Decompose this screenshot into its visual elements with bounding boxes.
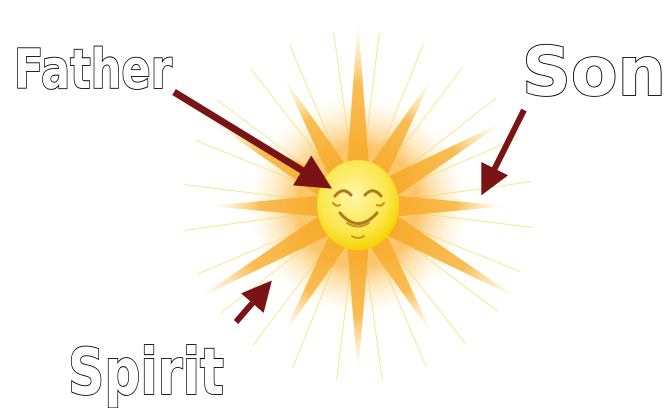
sun-face [317,160,399,250]
spirit-label: Spirit [68,336,224,408]
father-label: Father [14,38,172,101]
spirit-arrow [236,285,268,322]
son-label: Son [522,33,666,112]
smiling-sun-icon [184,18,531,380]
